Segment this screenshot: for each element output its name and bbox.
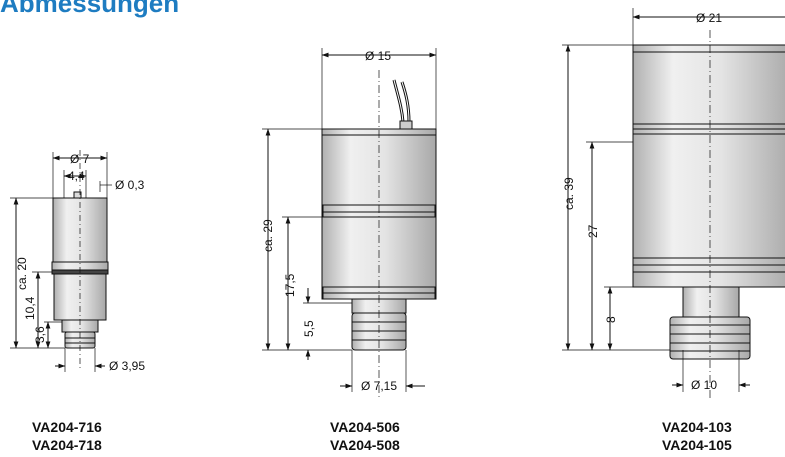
sensor-small-tip: 3,6 [33,326,47,343]
sensor-large-diameter: Ø 21 [696,11,722,25]
page-title: Abmessungen [0,0,180,18]
sensor-medium-tip: 5,5 [302,320,316,337]
sensor-large-body: 27 [586,224,600,238]
model-label: VA204-103 [662,419,732,435]
sensor-large-housing [632,44,785,288]
model-label: VA204-506 [330,419,400,435]
model-label: VA204-718 [32,437,102,453]
sensor-large-models: VA204-103 VA204-105 [662,418,732,454]
model-label: VA204-105 [662,437,732,453]
sensor-small-housing [52,197,108,275]
sensor-large-height: ca. 39 [562,177,576,210]
sensor-medium-height: ca. 29 [261,219,275,252]
sensor-large-tip-diameter: Ø 10 [691,378,717,392]
sensor-medium-drawing [262,48,437,400]
sensor-small-models: VA204-716 VA204-718 [32,418,102,454]
sensor-small-drawing [10,150,112,372]
sensor-small-tip-diameter: Ø 3,95 [109,359,145,373]
sensor-medium-diameter: Ø 15 [365,49,391,63]
sensor-small-inner: 4,4 [68,169,85,183]
model-label: VA204-716 [32,419,102,435]
sensor-medium-body: 17,5 [283,273,297,297]
sensor-large-drawing [562,8,785,400]
sensor-medium-models: VA204-506 VA204-508 [330,418,400,454]
sensor-small-body: 10,4 [23,296,37,320]
sensor-medium-tip-diameter: Ø 7,15 [361,379,397,393]
sensor-small-wire: Ø 0,3 [115,178,145,192]
sensor-large-tip: 8 [604,316,618,323]
model-label: VA204-508 [330,437,400,453]
sensor-small-diameter: Ø 7 [70,152,90,166]
sensor-small-height: ca. 20 [15,257,29,290]
